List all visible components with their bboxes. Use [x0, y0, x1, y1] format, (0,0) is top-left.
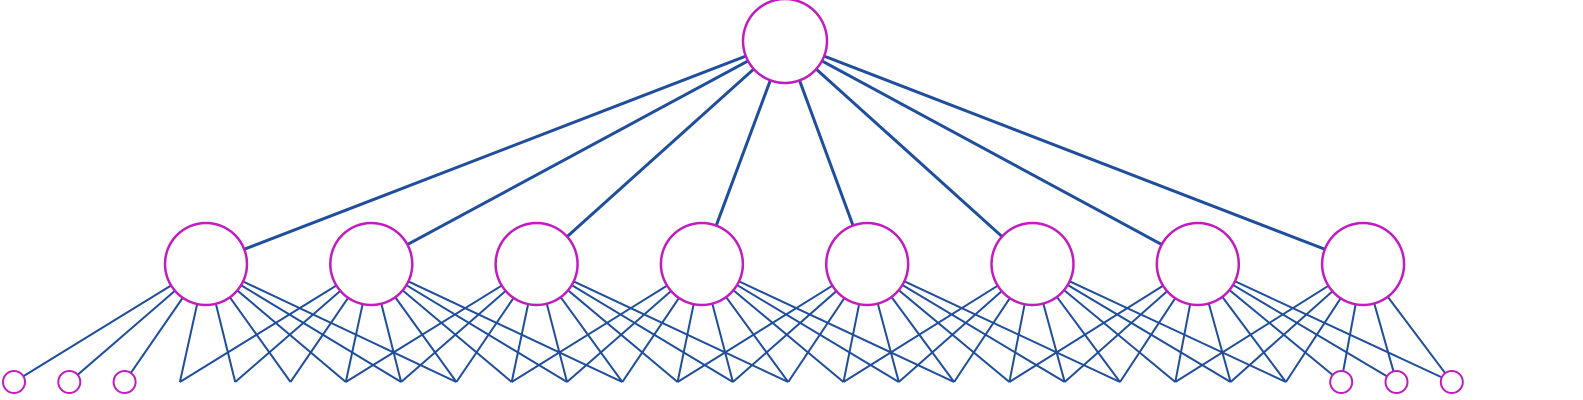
leaf-edge [1119, 297, 1177, 383]
root-edge [815, 67, 1004, 238]
bottom-edges [22, 280, 1446, 383]
leaf-edge [1207, 303, 1232, 383]
leaf-edge [732, 290, 838, 383]
leaf-edge [236, 289, 347, 383]
leaf-edge [345, 284, 503, 383]
leaf-edge [1232, 284, 1388, 378]
leaf-edge [1229, 290, 1334, 383]
middle-node [1320, 221, 1406, 307]
leaf-edge [677, 284, 833, 383]
leaf-edge [229, 296, 292, 383]
leaf-edge [1063, 289, 1176, 383]
leaf-edge [559, 296, 624, 383]
leaf-node [112, 370, 137, 394]
root-edge [714, 79, 772, 227]
leaf-edge [289, 297, 349, 383]
leaf-edge [566, 290, 672, 383]
leaf-edge [1008, 284, 1164, 383]
leaf-edge [567, 289, 679, 383]
leaf-edge [842, 284, 999, 383]
leaf-edge [344, 303, 364, 383]
root-edge [821, 59, 1163, 246]
leaf-edge [1342, 304, 1357, 372]
nodes [2, 0, 1464, 394]
leaf-edge [1386, 296, 1446, 374]
leaf-edge [842, 304, 861, 383]
middle-node [163, 221, 249, 307]
leaf-edge [901, 284, 1066, 383]
leaf-edge [1174, 284, 1329, 383]
leaf-edge [1234, 280, 1443, 379]
leaf-edge [1056, 296, 1121, 383]
leaf-edge [876, 303, 900, 383]
middle-node [494, 221, 579, 307]
leaf-edge [571, 284, 734, 383]
leaf-edge [511, 284, 668, 383]
root-edge [243, 54, 747, 251]
leaf-edge [1285, 297, 1342, 383]
leaf-edge [725, 296, 790, 383]
leaf-edge [1064, 290, 1168, 383]
leaf-node [1439, 370, 1464, 394]
root-edge [823, 54, 1326, 251]
leaf-edge [732, 289, 845, 383]
middle-node [824, 221, 910, 307]
root-edge [406, 59, 749, 246]
leaf-edge [787, 297, 846, 383]
leaf-edge [22, 284, 172, 378]
leaf-edge [1373, 303, 1395, 372]
leaf-edge [711, 303, 734, 383]
leaf-edge [214, 303, 237, 383]
leaf-edge [178, 303, 199, 383]
leaf-edge [621, 297, 680, 383]
middle-node [329, 221, 414, 307]
leaf-edge [953, 297, 1011, 383]
leaf-edge [179, 284, 337, 383]
leaf-edge [890, 296, 955, 383]
root-edges [243, 54, 1326, 251]
leaf-edge [736, 284, 900, 383]
leaf-edge [380, 303, 403, 383]
leaf-edge [676, 303, 695, 383]
middle-node [1155, 221, 1241, 307]
leaf-edge [1067, 284, 1232, 383]
leaf-edge [1174, 304, 1192, 383]
leaf-edge [240, 284, 402, 383]
leaf-node [1329, 370, 1354, 394]
leaf-edge [394, 296, 458, 383]
middle-node [990, 221, 1075, 307]
leaf-node [2, 370, 26, 394]
leaf-edge [1008, 304, 1026, 383]
leaf-edge [455, 297, 515, 383]
leaf-edge [545, 303, 568, 383]
leaf-edge [898, 289, 1011, 383]
leaf-edge [130, 297, 184, 374]
leaf-edge [1221, 296, 1287, 383]
leaf-edge [400, 290, 507, 383]
leaf-edge [1042, 303, 1066, 383]
leaf-node [1384, 370, 1409, 394]
leaf-edge [510, 303, 530, 383]
leaf-node [57, 370, 82, 394]
leaf-edge [76, 290, 176, 376]
middle-node [659, 221, 745, 307]
leaf-edge [1228, 289, 1334, 376]
leaf-edge [234, 290, 341, 383]
root-edge [566, 67, 755, 238]
root-edge [798, 79, 855, 227]
leaf-edge [402, 289, 513, 383]
leaf-edge [405, 284, 568, 383]
root-node [741, 0, 829, 85]
leaf-edge [898, 290, 1003, 383]
